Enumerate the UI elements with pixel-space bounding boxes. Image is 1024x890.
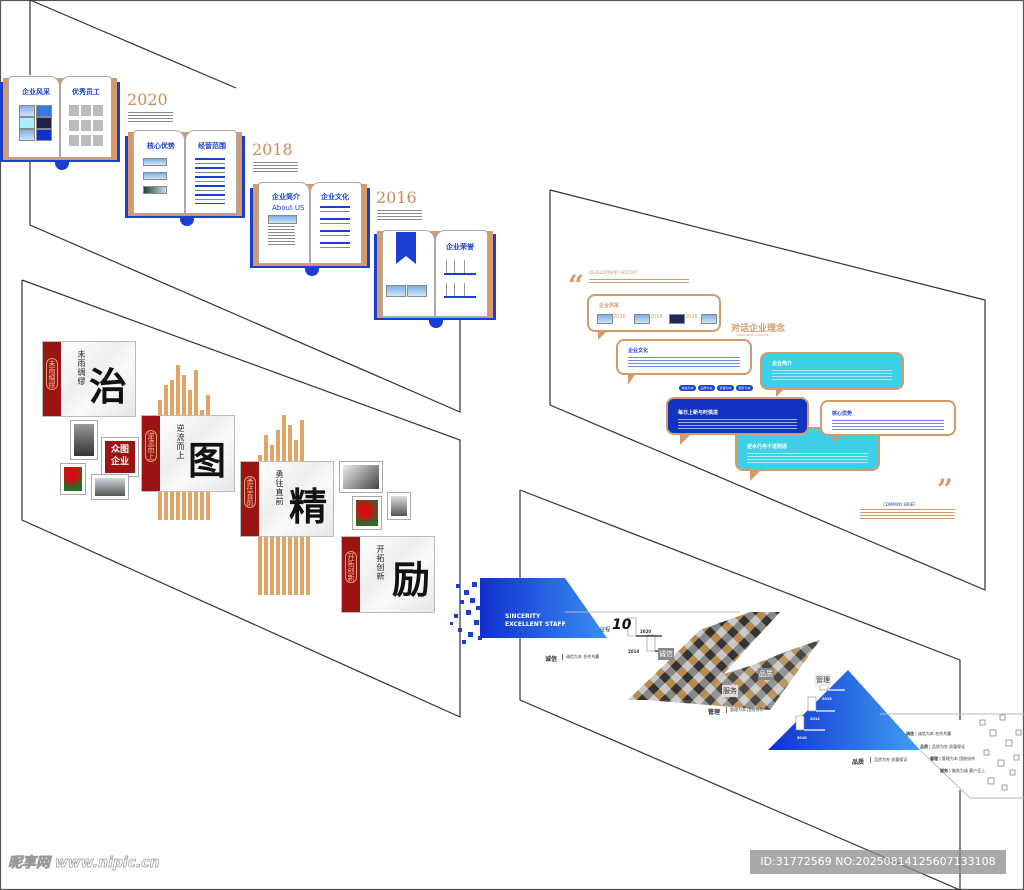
photo-frame — [70, 420, 98, 460]
side-value: 服务 | 服务为诚 客户至上 — [940, 768, 986, 773]
book-left-title: 核心优势 — [147, 142, 175, 150]
culture-title: 对话企业理念 — [731, 324, 786, 334]
journey-label: 征程 — [600, 627, 611, 633]
photo-frame — [339, 461, 383, 493]
book-core-advantages: 核心优势 经营范围 — [125, 128, 245, 226]
about-us-label: About US — [272, 204, 305, 212]
bubble-corporate-culture: 企业文化 — [616, 339, 752, 375]
banner-line2: EXCELLENT STAFF — [505, 621, 566, 628]
value-key: 品质 — [852, 759, 865, 766]
pixel-squares — [450, 582, 482, 644]
site-watermark: 昵享网 www.nipic.cn — [8, 855, 160, 872]
value-pill: 服务为诚 — [736, 385, 753, 391]
value-pill: 品质为先 — [698, 385, 715, 391]
bubble-daily-innovation: 每日上新与时俱进 — [666, 397, 809, 435]
book-right-title: 企业文化 — [321, 193, 349, 201]
value-pill: 诚信为本 — [679, 385, 696, 391]
sincerity-banner — [480, 578, 607, 638]
open-quote-icon: “ — [568, 269, 585, 302]
book-company-honor: 企业荣誉 — [374, 228, 496, 328]
photo-frame-tulips — [352, 496, 382, 530]
year-2018: 2018 — [252, 140, 293, 159]
tile-word: 诚信 — [658, 648, 674, 660]
book-right-title: 优秀员工 — [72, 88, 100, 96]
journey-number: 10 — [612, 617, 632, 633]
value-text: 诚信为本 合作共赢 — [562, 654, 599, 660]
bubble-company-profile: 企业简介 — [760, 352, 904, 390]
tile-word: 品质 — [758, 668, 774, 680]
close-quote-icon: ” — [937, 473, 954, 506]
year-2016: 2016 — [376, 188, 417, 207]
banner-line1: SINCERITY — [505, 613, 541, 620]
value-text: 管理为本 团结协作 — [726, 707, 763, 713]
bubble-core-advantages: 核心优势 — [820, 400, 956, 436]
book-right-title: 经营范围 — [198, 142, 226, 150]
value-key: 管理 — [708, 709, 721, 716]
company-brief-label: COMPANY BRIEF — [883, 502, 916, 507]
bookmark-icon — [396, 232, 416, 264]
side-value: 品质 | 品质为先 质量保证 — [920, 744, 966, 749]
tile-word: 服务 — [722, 685, 738, 697]
book-left-title: 企业风采 — [22, 88, 50, 96]
book-company-profile: 企业简介 About US 企业文化 — [250, 180, 370, 276]
book-corporate-style: 企业风采 优秀员工 — [0, 74, 120, 170]
calligraphy-board-li: 开拓创新 开拓创新 励 — [341, 536, 435, 613]
book-right-title: 企业荣誉 — [446, 243, 474, 251]
value-key: 诚信 — [545, 656, 558, 663]
calligraphy-board-zhi: 未雨绸缪 未雨绸缪 治 — [42, 341, 136, 417]
book-left-title: 企业简介 — [272, 193, 300, 201]
photo-frame — [387, 492, 411, 520]
bubble-corporate-style: 企业风采 2020 2018 2015 — [587, 294, 721, 332]
blue-triangle — [768, 670, 920, 750]
photo-frame-tulips — [60, 463, 86, 495]
value-text: 品质为先 质量保证 — [870, 757, 907, 763]
value-pill: 管理为本 — [717, 385, 734, 391]
side-value: 管理 | 管理为本 团结协作 — [930, 756, 976, 761]
image-id-badge: ID:31772569 NO:20250814125607133108 — [750, 850, 1006, 874]
staff-wall-graphics — [450, 578, 1024, 799]
photo-frame-building — [91, 474, 129, 500]
calligraphy-board-jing: 勇往直前 勇往直前 精 — [240, 461, 334, 537]
calligraphy-board-tu: 逆流而上 逆流而上 图 — [141, 415, 235, 492]
brand-square: 众图 企业 — [101, 437, 139, 477]
side-value: 诚信 | 诚信为本 合作共赢 — [906, 731, 952, 736]
development-history-label: DEVELOPMENT HISTORY — [589, 270, 638, 275]
tile-word: 管理 — [815, 674, 831, 686]
year-2020: 2020 — [127, 90, 168, 109]
pixel-outline-squares — [979, 714, 1022, 791]
